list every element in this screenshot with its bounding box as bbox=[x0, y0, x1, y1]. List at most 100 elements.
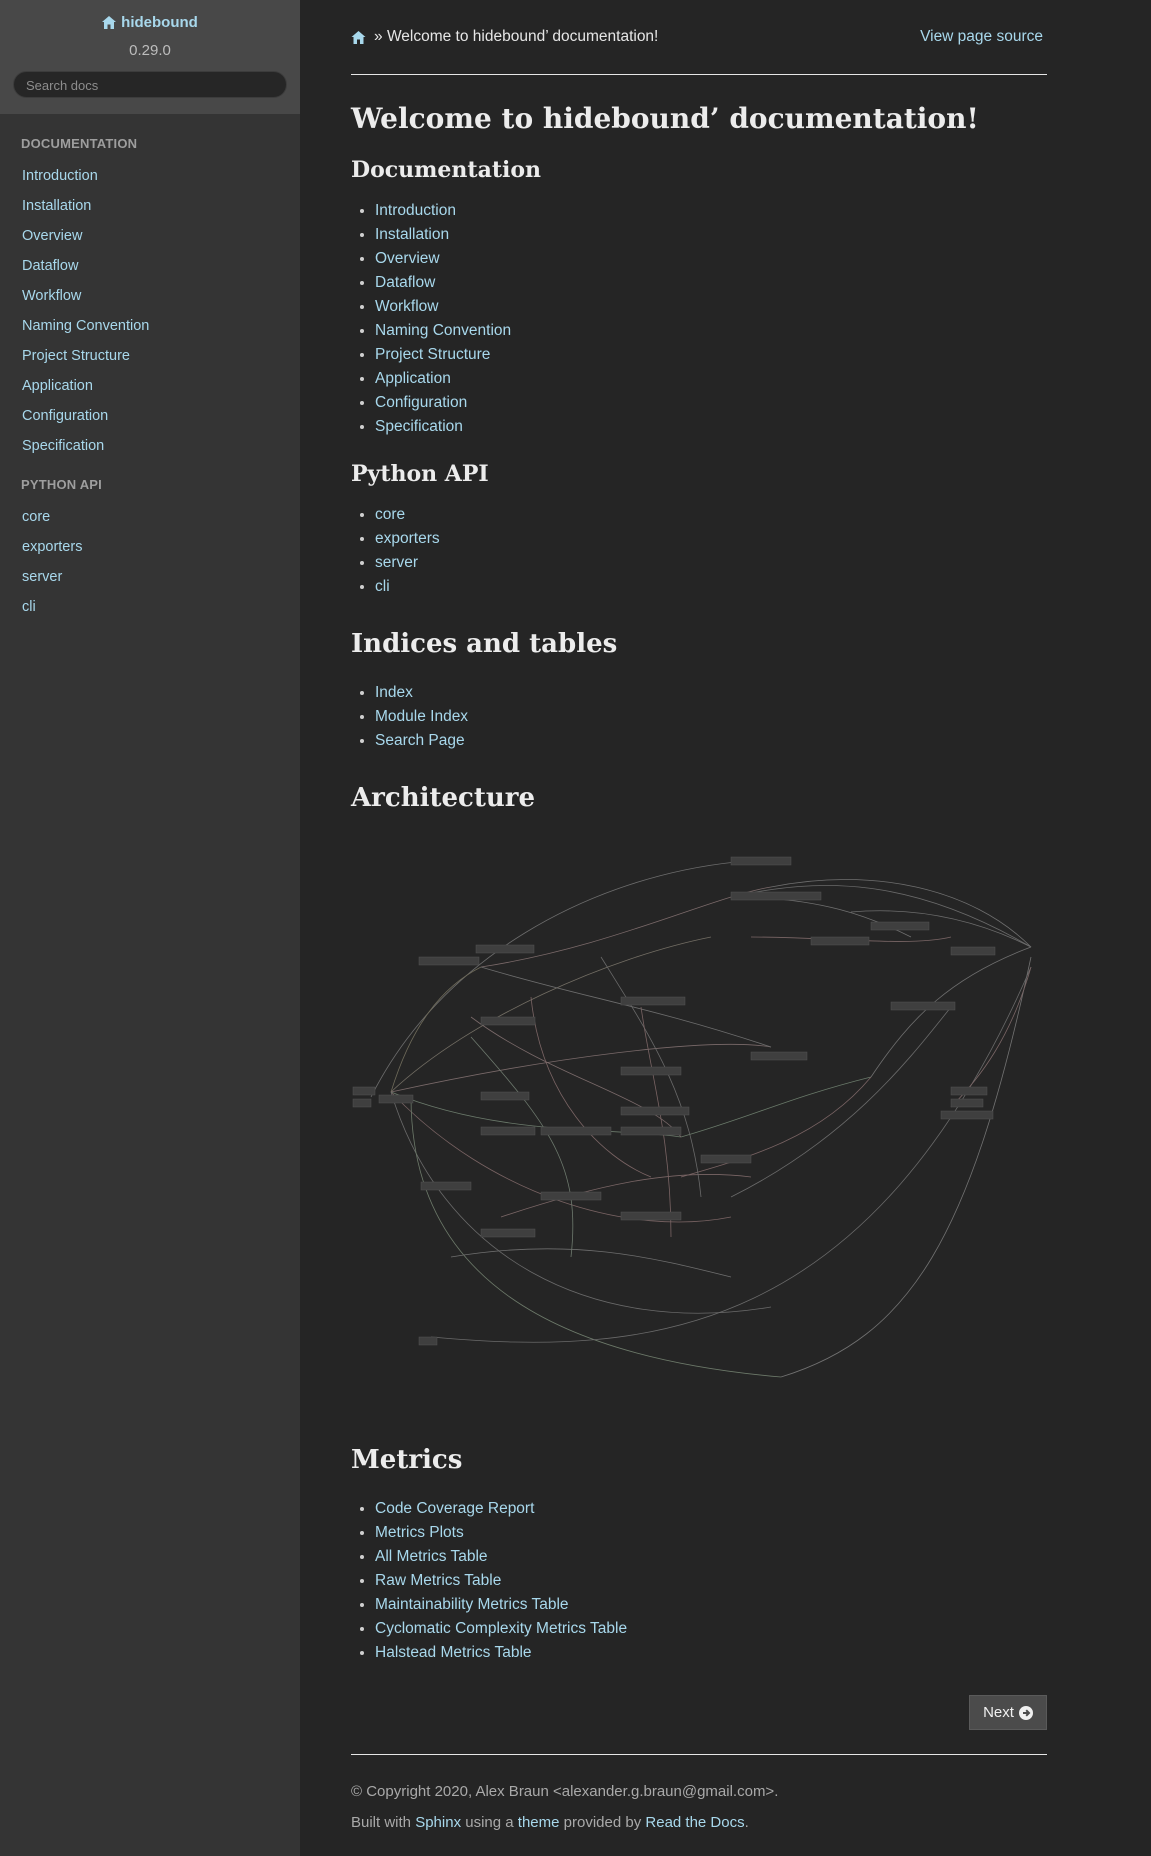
pager: Next bbox=[351, 1695, 1047, 1730]
doc-link-project-structure[interactable]: Project Structure bbox=[375, 346, 491, 363]
built-using: using a bbox=[461, 1814, 518, 1831]
module-index-link[interactable]: Module Index bbox=[375, 708, 469, 725]
sidebar-header: hidebound 0.29.0 Search docs bbox=[0, 0, 300, 114]
sidebar-item-installation[interactable]: Installation bbox=[22, 198, 92, 214]
metrics-list: Code Coverage Report Metrics Plots All M… bbox=[351, 1497, 1047, 1665]
list-item: Raw Metrics Table bbox=[375, 1569, 1047, 1593]
architecture-diagram bbox=[352, 856, 1032, 1378]
section-heading-python-api: Python API bbox=[351, 461, 489, 487]
sidebar-item-specification[interactable]: Specification bbox=[22, 438, 105, 454]
api-link-exporters[interactable]: exporters bbox=[375, 530, 440, 547]
footer-divider bbox=[351, 1754, 1047, 1755]
doc-link-application[interactable]: Application bbox=[375, 370, 451, 387]
sphinx-link[interactable]: Sphinx bbox=[415, 1814, 462, 1831]
metrics-link-halstead[interactable]: Halstead Metrics Table bbox=[375, 1644, 532, 1661]
view-page-source-link[interactable]: View page source bbox=[920, 28, 1043, 45]
breadcrumb: » Welcome to hidebound’ documentation! V… bbox=[351, 0, 1047, 75]
doc-link-overview[interactable]: Overview bbox=[375, 250, 440, 267]
built-end: . bbox=[744, 1814, 749, 1831]
doc-link-installation[interactable]: Installation bbox=[375, 226, 450, 243]
home-icon bbox=[351, 30, 366, 44]
metrics-link-raw[interactable]: Raw Metrics Table bbox=[375, 1572, 502, 1589]
section-heading-documentation: Documentation bbox=[351, 157, 542, 183]
brand-link[interactable]: hidebound bbox=[102, 14, 198, 31]
sidebar-item-server[interactable]: server bbox=[22, 569, 63, 585]
documentation-list: Introduction Installation Overview Dataf… bbox=[351, 199, 1047, 439]
api-link-core[interactable]: core bbox=[375, 506, 406, 523]
list-item: Naming Convention bbox=[375, 319, 1047, 343]
built-prefix: Built with bbox=[351, 1814, 416, 1831]
sidebar-item-dataflow[interactable]: Dataflow bbox=[22, 258, 79, 274]
next-label: Next bbox=[983, 1704, 1014, 1721]
sidebar-item-overview[interactable]: Overview bbox=[22, 228, 83, 244]
index-link[interactable]: Index bbox=[375, 684, 413, 701]
list-item: exporters bbox=[375, 527, 1047, 551]
doc-link-specification[interactable]: Specification bbox=[375, 418, 463, 435]
sidebar-item-application[interactable]: Application bbox=[22, 378, 93, 394]
sidebar-item-project-structure[interactable]: Project Structure bbox=[22, 348, 130, 364]
main-content: » Welcome to hidebound’ documentation! V… bbox=[351, 0, 1047, 1831]
built-provided: provided by bbox=[559, 1814, 646, 1831]
version-label: 0.29.0 bbox=[129, 42, 171, 59]
list-item: Cyclomatic Complexity Metrics Table bbox=[375, 1617, 1047, 1641]
doc-link-dataflow[interactable]: Dataflow bbox=[375, 274, 436, 291]
search-page-link[interactable]: Search Page bbox=[375, 732, 465, 749]
list-item: Module Index bbox=[375, 705, 1047, 729]
list-item: Application bbox=[375, 367, 1047, 391]
metrics-link-maintainability[interactable]: Maintainability Metrics Table bbox=[375, 1596, 569, 1613]
list-item: Overview bbox=[375, 247, 1047, 271]
metrics-link-cyclomatic[interactable]: Cyclomatic Complexity Metrics Table bbox=[375, 1620, 628, 1637]
list-item: Installation bbox=[375, 223, 1047, 247]
list-item: Search Page bbox=[375, 729, 1047, 753]
list-item: Code Coverage Report bbox=[375, 1497, 1047, 1521]
arrow-circle-right-icon bbox=[1018, 1705, 1033, 1720]
list-item: Index bbox=[375, 681, 1047, 705]
list-item: Project Structure bbox=[375, 343, 1047, 367]
sidebar-item-naming-convention[interactable]: Naming Convention bbox=[22, 318, 150, 334]
sidebar: hidebound 0.29.0 Search docs DOCUMENTATI… bbox=[0, 0, 300, 1856]
list-item: Introduction bbox=[375, 199, 1047, 223]
next-button[interactable]: Next bbox=[969, 1695, 1047, 1730]
sidebar-item-exporters[interactable]: exporters bbox=[22, 539, 83, 555]
read-the-docs-link[interactable]: Read the Docs bbox=[645, 1814, 745, 1831]
list-item: All Metrics Table bbox=[375, 1545, 1047, 1569]
metrics-link-plots[interactable]: Metrics Plots bbox=[375, 1524, 464, 1541]
sidebar-item-workflow[interactable]: Workflow bbox=[22, 288, 82, 304]
copyright-text: © Copyright 2020, Alex Braun <alexander.… bbox=[351, 1783, 779, 1800]
sidebar-caption-python-api: PYTHON API bbox=[21, 477, 102, 492]
sidebar-item-cli[interactable]: cli bbox=[22, 599, 36, 615]
list-item: Specification bbox=[375, 415, 1047, 439]
sidebar-item-configuration[interactable]: Configuration bbox=[22, 408, 109, 424]
breadcrumb-separator: » bbox=[374, 28, 383, 45]
list-item: Workflow bbox=[375, 295, 1047, 319]
built-with-text: Built with Sphinx using a theme provided… bbox=[351, 1814, 1047, 1831]
list-item: Configuration bbox=[375, 391, 1047, 415]
doc-link-naming-convention[interactable]: Naming Convention bbox=[375, 322, 512, 339]
page-title: Welcome to hidebound’ documentation! bbox=[351, 102, 979, 135]
brand-name: hidebound bbox=[121, 14, 198, 31]
sidebar-item-core[interactable]: core bbox=[22, 509, 51, 525]
section-heading-metrics: Metrics bbox=[351, 1445, 463, 1475]
list-item: Dataflow bbox=[375, 271, 1047, 295]
metrics-link-all[interactable]: All Metrics Table bbox=[375, 1548, 488, 1565]
search-input[interactable]: Search docs bbox=[13, 71, 287, 98]
home-icon bbox=[102, 16, 117, 29]
section-heading-architecture: Architecture bbox=[351, 783, 536, 813]
sidebar-caption-documentation: DOCUMENTATION bbox=[21, 136, 138, 151]
list-item: Maintainability Metrics Table bbox=[375, 1593, 1047, 1617]
sidebar-item-introduction[interactable]: Introduction bbox=[22, 168, 98, 184]
doc-link-workflow[interactable]: Workflow bbox=[375, 298, 439, 315]
api-link-server[interactable]: server bbox=[375, 554, 419, 571]
breadcrumb-home-link[interactable] bbox=[351, 30, 366, 44]
doc-link-configuration[interactable]: Configuration bbox=[375, 394, 468, 411]
list-item: Metrics Plots bbox=[375, 1521, 1047, 1545]
metrics-link-code-coverage[interactable]: Code Coverage Report bbox=[375, 1500, 535, 1517]
doc-link-introduction[interactable]: Introduction bbox=[375, 202, 456, 219]
indices-list: Index Module Index Search Page bbox=[351, 681, 1047, 753]
breadcrumb-current: Welcome to hidebound’ documentation! bbox=[386, 28, 659, 45]
api-link-cli[interactable]: cli bbox=[375, 578, 390, 595]
theme-link[interactable]: theme bbox=[517, 1814, 560, 1831]
list-item: core bbox=[375, 503, 1047, 527]
list-item: server bbox=[375, 551, 1047, 575]
python-api-list: core exporters server cli bbox=[351, 503, 1047, 599]
